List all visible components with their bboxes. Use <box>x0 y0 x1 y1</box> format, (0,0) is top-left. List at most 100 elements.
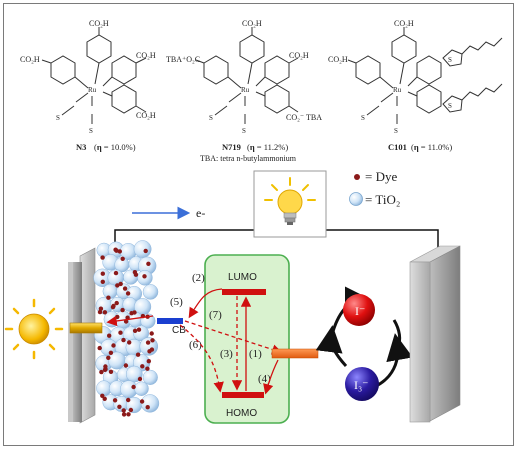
dye-molecule-dot <box>133 272 139 277</box>
dye-molecule-dot <box>121 337 126 343</box>
n719-eta: (η = 11.2%) <box>247 142 288 152</box>
dye-molecule-dot <box>149 331 154 336</box>
dye-molecule-dot <box>122 286 128 291</box>
dye-molecule-dot <box>106 355 111 360</box>
n3-cooh-bottom: CO₂H <box>136 111 156 120</box>
step-5: (5) <box>170 296 183 308</box>
c101-eta: (η = 11.0%) <box>411 142 452 152</box>
step-3: (3) <box>220 348 233 360</box>
dye-molecule-dot <box>106 295 111 300</box>
c101-s-upper: S <box>448 56 452 64</box>
tio2-film <box>93 240 160 417</box>
dye-n3-labels: CO₂H CO₂H CO₂H CO₂H Ru S S N3 (η = 10.0%… <box>20 19 156 152</box>
n3-s-bottom: S <box>89 127 93 135</box>
n719-tba-co2: TBA⁺O₂C <box>166 55 200 64</box>
n719-cooh-right: CO₂H <box>289 51 309 60</box>
dye-structure-n3 <box>41 27 147 124</box>
step-4: (4) <box>258 373 271 385</box>
sun-icon <box>4 298 64 360</box>
dye-molecule-dot <box>111 343 116 348</box>
step-1: (1) <box>249 348 262 360</box>
cb-level-bar <box>157 318 183 324</box>
dye-molecule-dot <box>117 249 123 254</box>
dye-molecule-dot <box>131 384 136 390</box>
redox-level-bar <box>271 348 319 359</box>
dye-molecule-dot <box>98 306 104 311</box>
dye-molecule-dot <box>108 369 114 374</box>
c101-s-lower: S <box>448 102 452 110</box>
tio2-particle <box>142 369 158 385</box>
dye-molecule-dot <box>112 398 118 403</box>
cb-label: CB <box>172 325 186 336</box>
dye-molecule-dot <box>118 330 123 335</box>
dye-molecule-dot <box>100 271 106 276</box>
dye-molecule-dot <box>135 352 141 357</box>
tio2-particle <box>142 284 159 300</box>
dye-molecule-dot <box>126 397 131 403</box>
legend-dye-label: = Dye <box>365 169 397 184</box>
light-beam-rod <box>69 322 103 334</box>
dye-molecule-dot <box>108 350 114 355</box>
tio2-particle <box>133 240 152 258</box>
dye-molecule-dot <box>145 405 150 410</box>
dye-molecule-dot <box>120 307 125 313</box>
dye-molecule-dot <box>139 399 145 404</box>
dye-molecule-dot <box>114 248 119 253</box>
dye-molecule-dot <box>103 364 108 369</box>
dye-molecule-dot <box>97 345 102 351</box>
dye-molecule-dot <box>137 376 143 382</box>
n3-cooh-left: CO₂H <box>20 55 40 64</box>
n3-eta: (η = 10.0%) <box>94 142 136 152</box>
dye-molecule-dot <box>150 338 155 343</box>
dye-structure-n719 <box>195 27 299 124</box>
n719-ru: Ru <box>241 86 250 94</box>
dye-molecule-dot <box>120 256 125 261</box>
n3-s-left: S <box>56 114 60 122</box>
lumo-label: LUMO <box>228 272 257 283</box>
c101-s-bottom: S <box>394 127 398 135</box>
counter-electrode-plate <box>409 245 461 423</box>
lumo-level-bar <box>222 289 266 295</box>
photoanode-plate <box>68 247 96 424</box>
dye-molecule-dot <box>121 408 126 413</box>
dye-molecule-dot <box>115 314 120 320</box>
n3-cooh-right: CO₂H <box>136 51 156 60</box>
legend: = Dye = TiO₂ <box>349 169 400 207</box>
dye-molecule-dot <box>127 340 132 345</box>
dye-molecule-dot <box>132 328 138 333</box>
dye-molecule-dot <box>136 327 142 332</box>
c101-name: C101 <box>388 142 407 152</box>
homo-label: HOMO <box>226 408 257 419</box>
tio2-ball-swatch <box>349 192 363 206</box>
dye-molecule-dot <box>126 412 131 417</box>
dye-molecule-dot <box>118 281 123 287</box>
homo-level-bar <box>222 392 264 398</box>
n719-cooh-top: CO₂H <box>242 19 262 28</box>
dye-molecule-dot <box>149 347 155 352</box>
triiodide-label: I₃⁻ <box>354 378 369 392</box>
dye-molecule-dot <box>129 311 134 316</box>
dye-molecule-dot <box>100 279 106 284</box>
dye-molecule-dot <box>123 363 129 368</box>
dye-energy-levels-box <box>204 254 290 424</box>
step-6: (6) <box>189 339 202 351</box>
dye-molecule-dot <box>142 274 147 279</box>
dye-molecule-dot <box>145 340 151 345</box>
c101-s-left: S <box>361 114 365 122</box>
dye-molecule-dot <box>145 366 150 371</box>
dye-n719-labels: CO₂H TBA⁺O₂C CO₂H CO₂⁻ TBA Ru S S N719 (… <box>166 19 322 163</box>
dye-molecule-dot <box>102 310 108 315</box>
n719-s-left: S <box>209 114 213 122</box>
dye-molecule-dot <box>111 303 116 309</box>
iodide-ion: I⁻ <box>343 294 375 326</box>
triiodide-ion: I₃⁻ <box>345 367 379 401</box>
tio2-particle <box>134 381 149 396</box>
dye-molecule-dot <box>113 270 119 276</box>
n3-cooh-top: CO₂H <box>89 19 109 28</box>
n719-co2-tba: CO₂⁻ TBA <box>286 113 322 122</box>
tba-note: TBA: tetra n-butylammonium <box>200 154 297 163</box>
dye-molecule-dot <box>146 261 151 266</box>
iodide-label: I⁻ <box>355 304 365 318</box>
step-7: (7) <box>209 309 222 321</box>
